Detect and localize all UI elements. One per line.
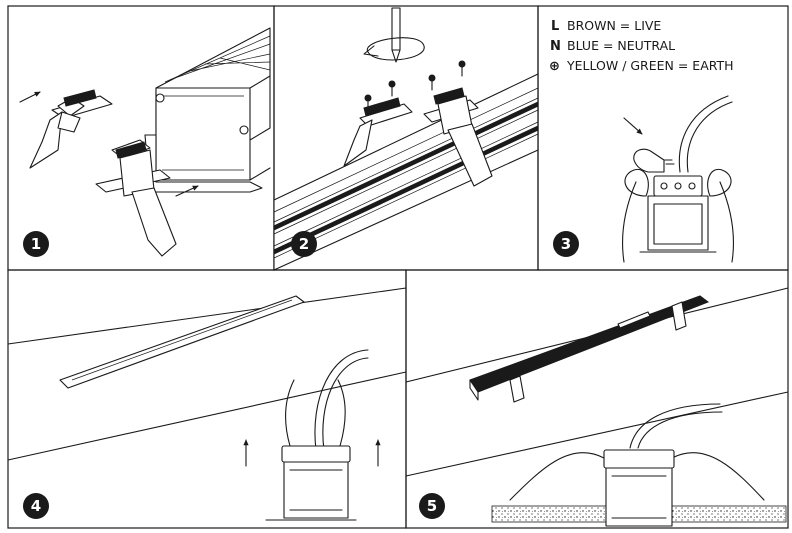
profile-with-clips <box>265 379 357 521</box>
panel-step-5: 5 <box>405 269 789 529</box>
linear-luminaire <box>469 295 710 403</box>
mounting-clip-right <box>423 87 493 187</box>
panel-step-1: 1 <box>7 5 275 271</box>
screws <box>364 60 466 111</box>
panel-step-3: L BROWN = LIVE N BLUE = NEUTRAL ⊕ YELLOW… <box>537 5 789 271</box>
step-number: 5 <box>427 497 437 515</box>
hand-icon <box>633 148 675 173</box>
spring-clips <box>622 168 734 263</box>
ceiling-surface <box>405 287 789 477</box>
earth-symbol-icon: ⊕ <box>549 59 560 74</box>
supply-cable <box>629 403 723 449</box>
legend-earth-text: YELLOW / GREEN = EARTH <box>566 58 734 73</box>
ceiling-surface <box>7 287 407 461</box>
profile-cross-section <box>639 195 717 253</box>
step-badge <box>23 493 49 519</box>
mounting-clip-right <box>95 139 177 257</box>
profile-installed <box>509 449 765 527</box>
legend-live-key: L <box>551 19 559 34</box>
step-number: 2 <box>299 235 309 253</box>
step-badge <box>23 231 49 257</box>
screwdriver-icon <box>363 7 425 63</box>
mounting-clip-left <box>343 97 413 167</box>
legend-live-text: BROWN = LIVE <box>567 18 661 33</box>
panel-step-2: 2 <box>273 5 539 271</box>
profile-end-view <box>144 27 271 193</box>
panel-step-4: 4 <box>7 269 407 529</box>
step-number: 1 <box>31 235 41 253</box>
ceiling-board <box>491 505 787 523</box>
step-badge <box>553 231 579 257</box>
step-number: 3 <box>561 235 571 253</box>
supply-cable <box>314 349 369 451</box>
terminal-block <box>653 175 703 197</box>
legend-neutral-key: N <box>550 39 561 54</box>
legend-neutral-text: BLUE = NEUTRAL <box>567 38 675 53</box>
supply-cable <box>678 95 733 173</box>
mounting-clip-left <box>29 89 113 169</box>
wiring-legend: L BROWN = LIVE N BLUE = NEUTRAL ⊕ YELLOW… <box>549 18 734 74</box>
step-badge <box>419 493 445 519</box>
step-badge <box>291 231 317 257</box>
step-number: 4 <box>31 497 41 515</box>
